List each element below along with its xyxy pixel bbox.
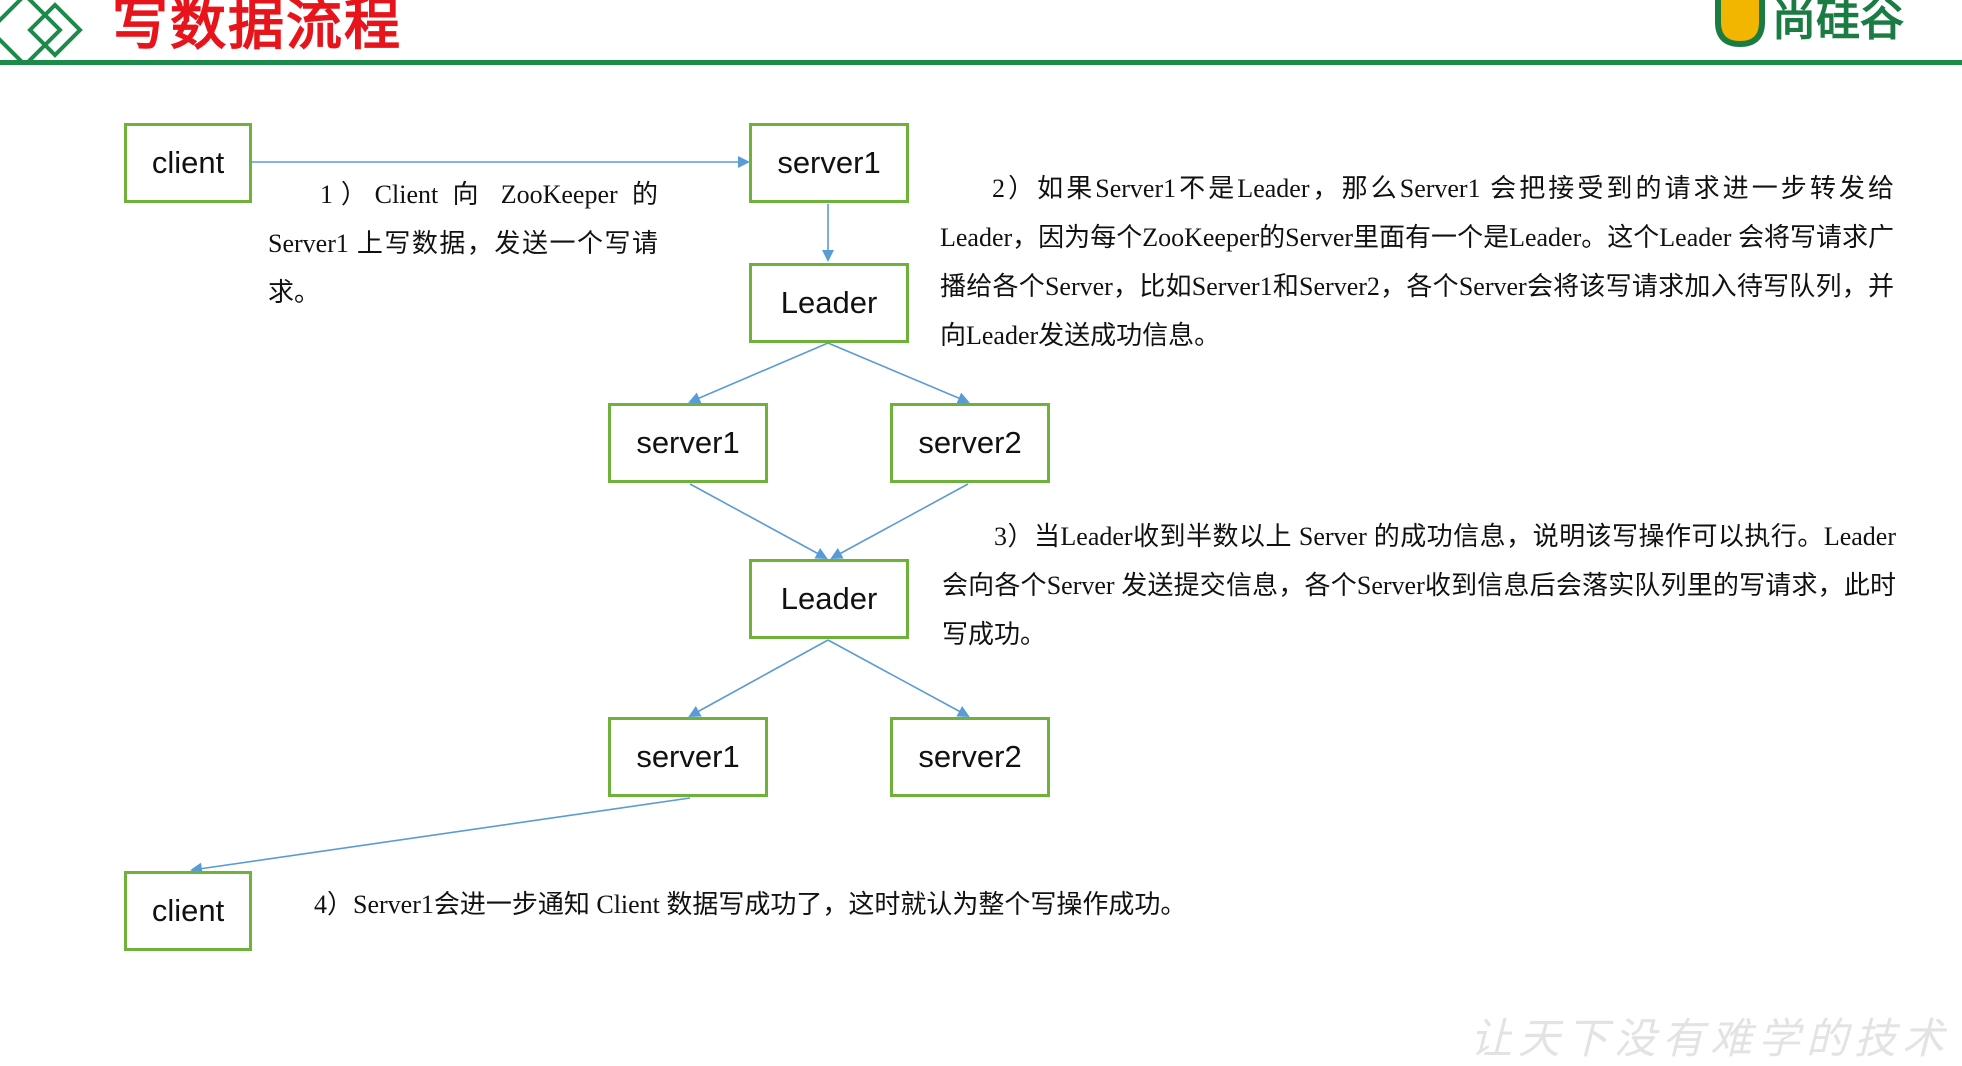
watermark-slogan: 让天下没有难学的技术 (1470, 1014, 1951, 1063)
node-server1-top: server1 (749, 123, 909, 203)
node-leader-2: Leader (749, 559, 909, 639)
arrow-leader2-to-server2 (827, 639, 970, 717)
logo-u-icon (1715, 0, 1765, 48)
step-3-text: 3）当Leader收到半数以上 Server 的成功信息，说明该写操作可以执行。… (942, 522, 1896, 649)
node-client-top: client (124, 123, 252, 203)
step-2-text: 2）如果Server1不是Leader，那么Server1 会把接受到的请求进一… (940, 174, 1894, 350)
arrow-leader2-to-server1 (688, 639, 829, 717)
arrow-leader-to-server2 (827, 342, 970, 404)
node-server1-bottom: server1 (608, 717, 768, 797)
brand-logo: 尚硅谷 (1772, 0, 1904, 46)
arrow-leader-to-server1 (688, 342, 829, 404)
node-server1-mid: server1 (608, 403, 768, 483)
header-divider (0, 60, 1962, 65)
node-server2-bottom: server2 (890, 717, 1050, 797)
arrow-server1-to-client (190, 797, 691, 875)
node-server2-mid: server2 (890, 403, 1050, 483)
arrow-server1-to-leader2 (689, 483, 828, 559)
node-leader-1: Leader (749, 263, 909, 343)
step-4-text: 4）Server1会进一步通知 Client 数据写成功了，这时就认为整个写操作… (314, 890, 1187, 919)
logo-diamond-icon (0, 0, 83, 62)
node-client-bottom: client (124, 871, 252, 951)
step-1-text: 1）Client 向 ZooKeeper 的 Server1 上写数据，发送一个… (268, 180, 658, 307)
arrow-server2-to-leader2 (830, 483, 969, 559)
page-title: 写数据流程 (112, 0, 402, 58)
